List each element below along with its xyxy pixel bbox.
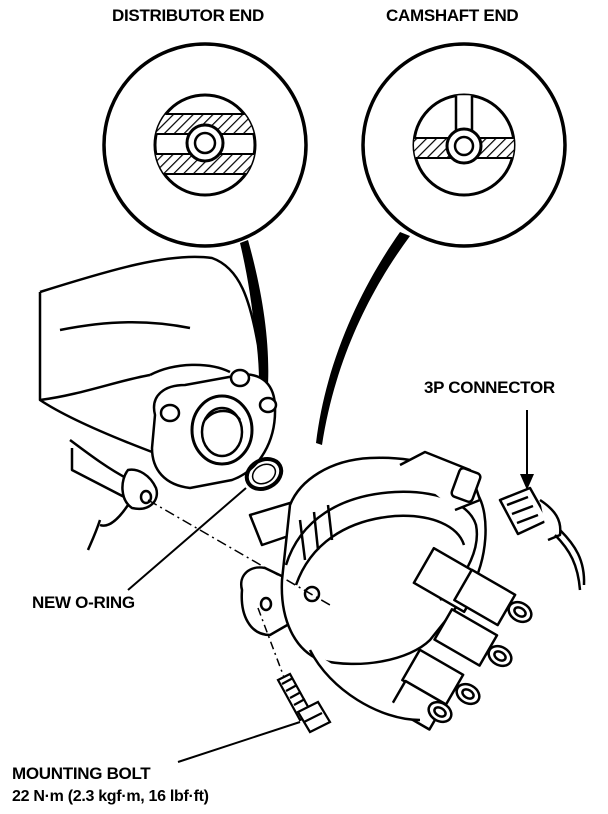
camshaft-end-label: CAMSHAFT END	[386, 6, 519, 25]
o-ring-label: NEW O-RING	[32, 593, 135, 612]
camshaft-callout-leader	[316, 232, 410, 445]
distributor-end-label: DISTRIBUTOR END	[112, 6, 264, 25]
connector-label: 3P CONNECTOR	[424, 378, 555, 397]
alignment-centerline	[147, 499, 331, 606]
mounting-bolt-label: MOUNTING BOLT	[12, 764, 151, 783]
bolt-centerline	[257, 607, 286, 681]
connector-arrow-head	[520, 474, 534, 490]
bolt-leader-line	[177, 721, 301, 763]
o-ring	[244, 457, 284, 491]
torque-spec-label: 22 N·m (2.3 kgf·m, 16 lbf·ft)	[12, 788, 209, 805]
three-pin-connector	[498, 486, 586, 591]
distributor-assembly	[239, 450, 533, 731]
mounting-bolt	[276, 672, 332, 734]
o-ring-leader-line	[127, 487, 247, 591]
cylinder-head	[38, 255, 278, 551]
distributor-end-detail	[102, 42, 308, 248]
camshaft-end-detail	[361, 42, 567, 248]
distributor-callout-leader	[240, 240, 269, 385]
